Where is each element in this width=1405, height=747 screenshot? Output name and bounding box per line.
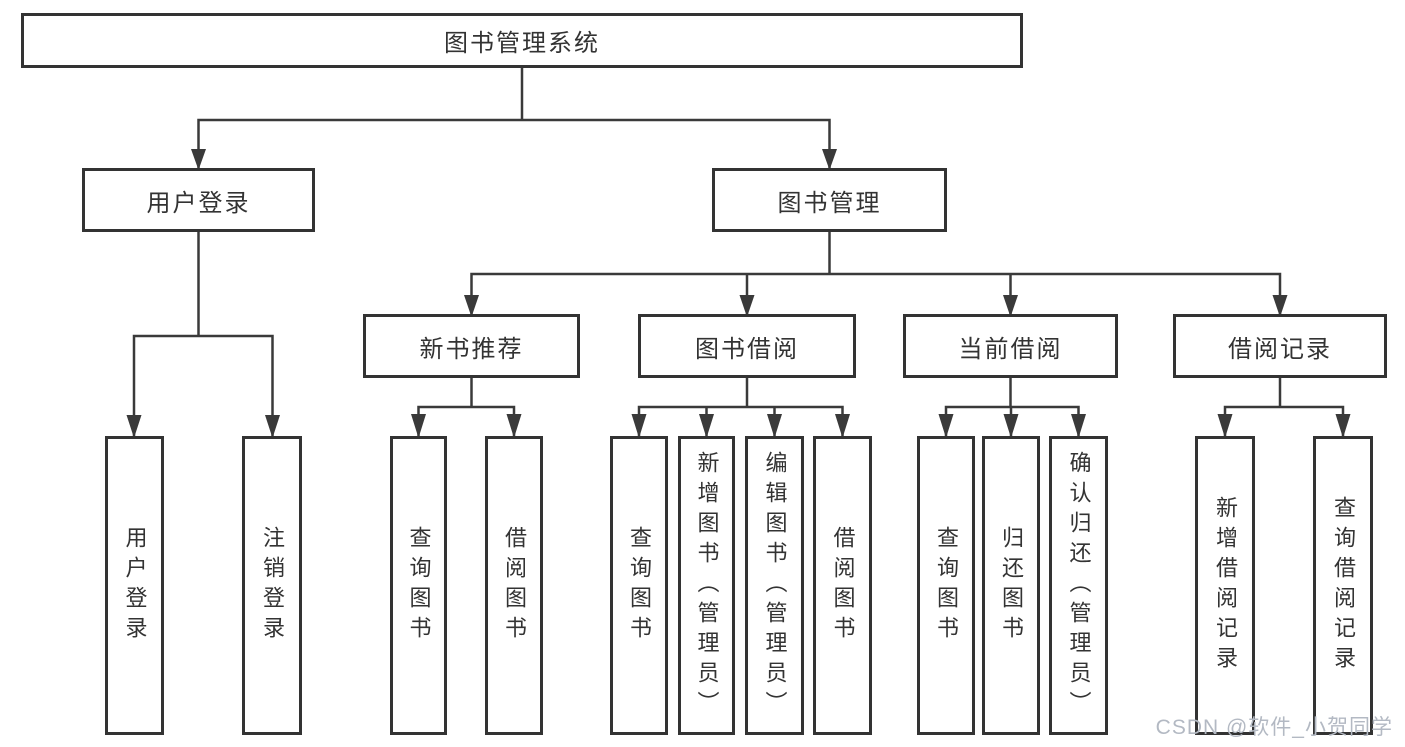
connector-root-group bbox=[197, 66, 831, 170]
leaf-records-add-record: 新增借阅记录 bbox=[1195, 436, 1255, 735]
leaf-logout: 注销登录 bbox=[242, 436, 302, 735]
leaf-current-confirm-return-admin-label: 确认归还（管理员） bbox=[1066, 450, 1092, 721]
node-current-borrowing-label: 当前借阅 bbox=[958, 335, 1063, 363]
leaf-borrowing-add-books-admin-label: 新增图书（管理员） bbox=[694, 450, 720, 721]
node-user-login: 用户登录 bbox=[82, 168, 315, 232]
node-book-management-label: 图书管理 bbox=[777, 189, 882, 217]
node-borrowing-records-label: 借阅记录 bbox=[1228, 335, 1332, 363]
connector-login-group bbox=[132, 230, 274, 437]
arrowheads-current-group bbox=[938, 414, 1086, 438]
node-book-borrowing-label: 图书借阅 bbox=[695, 335, 799, 363]
leaf-current-query-books: 查询图书 bbox=[917, 436, 975, 735]
leaf-records-add-record-label: 新增借阅记录 bbox=[1213, 495, 1238, 676]
node-borrowing-records: 借阅记录 bbox=[1173, 314, 1387, 378]
leaf-current-confirm-return-admin: 确认归还（管理员） bbox=[1049, 436, 1108, 735]
connector-borrow-group bbox=[637, 376, 844, 437]
leaf-borrowing-query-books-label: 查询图书 bbox=[627, 525, 652, 646]
connector-records-group bbox=[1223, 376, 1345, 437]
leaf-logout-label: 注销登录 bbox=[260, 525, 285, 646]
leaf-records-query-record: 查询借阅记录 bbox=[1313, 436, 1373, 735]
leaf-borrowing-borrow-books-label: 借阅图书 bbox=[830, 525, 856, 646]
connector-current-group bbox=[944, 376, 1080, 437]
leaf-borrowing-edit-books-admin: 编辑图书（管理员） bbox=[745, 436, 804, 735]
leaf-recommend-query-books: 查询图书 bbox=[390, 436, 447, 735]
leaf-current-query-books-label: 查询图书 bbox=[934, 525, 959, 646]
node-new-book-recommend-label: 新书推荐 bbox=[419, 335, 524, 363]
node-book-management: 图书管理 bbox=[712, 168, 947, 232]
node-current-borrowing: 当前借阅 bbox=[903, 314, 1118, 378]
connector-mgmt-group bbox=[470, 230, 1282, 316]
leaf-current-return-books-label: 归还图书 bbox=[999, 525, 1024, 646]
leaf-recommend-borrow-books-label: 借阅图书 bbox=[502, 525, 527, 646]
leaf-user-login-label: 用户登录 bbox=[122, 525, 148, 646]
leaf-borrowing-add-books-admin: 新增图书（管理员） bbox=[678, 436, 735, 735]
arrowheads-records-group bbox=[1217, 414, 1351, 438]
connector-recommend-group bbox=[417, 376, 516, 437]
arrowheads-recommend-group bbox=[411, 414, 522, 438]
leaf-user-login: 用户登录 bbox=[105, 436, 164, 735]
leaf-records-query-record-label: 查询借阅记录 bbox=[1331, 495, 1356, 676]
node-book-borrowing: 图书借阅 bbox=[638, 314, 856, 378]
arrowheads-mgmt-group bbox=[464, 295, 1288, 317]
arrowheads-root-group bbox=[191, 149, 837, 170]
leaf-recommend-borrow-books: 借阅图书 bbox=[485, 436, 543, 735]
node-root: 图书管理系统 bbox=[21, 13, 1023, 68]
leaf-borrowing-borrow-books: 借阅图书 bbox=[813, 436, 872, 735]
leaf-recommend-query-books-label: 查询图书 bbox=[406, 525, 432, 646]
csdn-watermark: CSDN @软件_小贺同学 bbox=[1155, 716, 1393, 739]
node-new-book-recommend: 新书推荐 bbox=[363, 314, 580, 378]
node-user-login-label: 用户登录 bbox=[146, 189, 251, 217]
leaf-current-return-books: 归还图书 bbox=[982, 436, 1040, 735]
leaf-borrowing-edit-books-admin-label: 编辑图书（管理员） bbox=[762, 450, 788, 721]
arrowheads-borrow-group bbox=[631, 414, 850, 438]
arrowheads-login-group bbox=[126, 415, 280, 438]
node-root-label: 图书管理系统 bbox=[444, 30, 600, 57]
leaf-borrowing-query-books: 查询图书 bbox=[610, 436, 668, 735]
